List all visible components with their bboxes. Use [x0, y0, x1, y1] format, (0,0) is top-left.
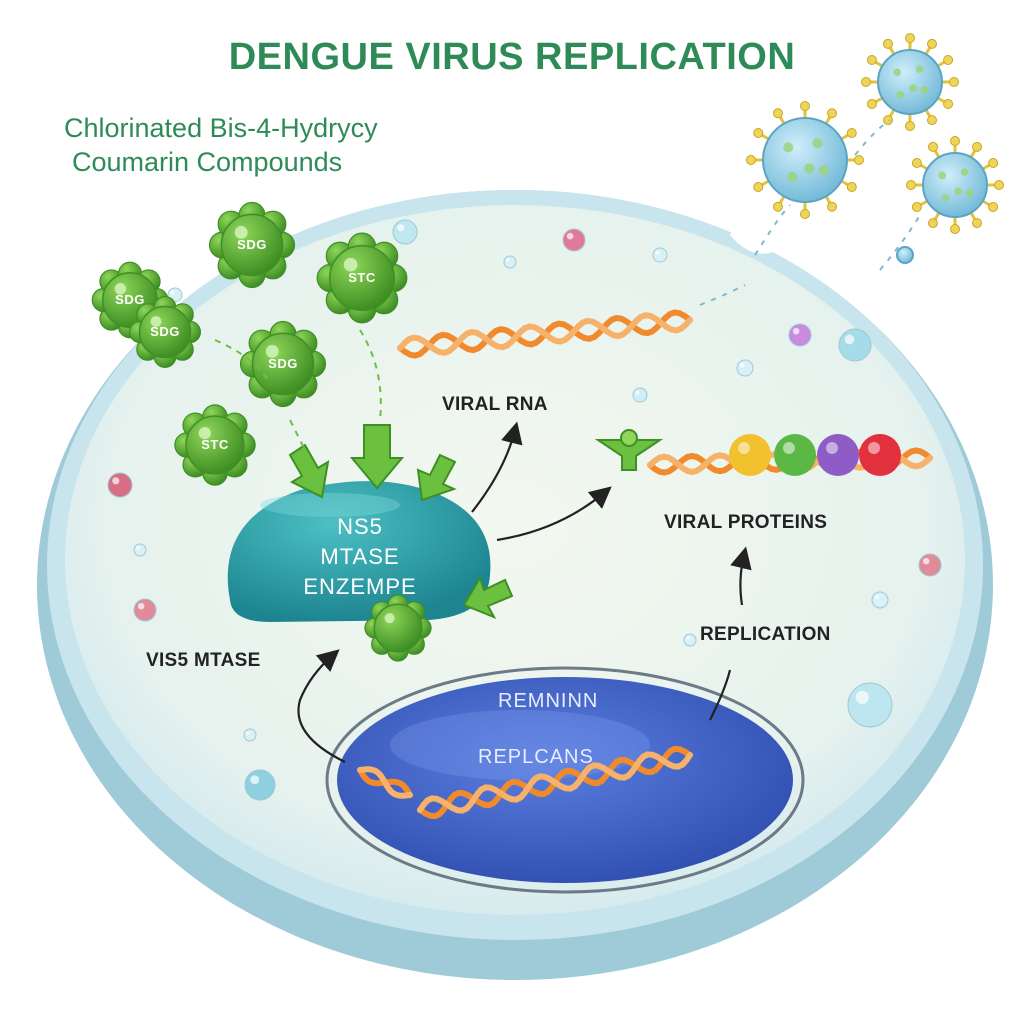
- vesicle-icon: [871, 591, 889, 609]
- coumarin-molecule: [208, 201, 296, 289]
- rna-strand-icon: [397, 309, 693, 359]
- virus-icon: [896, 246, 914, 264]
- vesicle-icon: [133, 543, 147, 557]
- receptor-icon: [594, 429, 664, 471]
- page-title: DENGUE VIRUS REPLICATION: [228, 36, 796, 78]
- inhibitor-arrows: [288, 424, 514, 619]
- arrow-icon: [288, 443, 330, 499]
- molecule-label: SDG: [150, 324, 180, 339]
- vis5-mtase-label: VIS5 MTASE: [146, 650, 261, 671]
- molecule-label: SDG: [237, 237, 267, 252]
- rna-strand-icon: [357, 766, 413, 799]
- vesicle-icon: [652, 247, 668, 263]
- subtitle-line-2: Coumarin Compounds: [72, 147, 343, 177]
- coumarin-molecule: [316, 232, 408, 324]
- subtitle-line-1: Chlorinated Bis-4-Hydrycy: [64, 113, 378, 143]
- arrow-icon: [349, 424, 405, 490]
- vesicles: [107, 219, 942, 801]
- arrow-icon: [709, 669, 732, 721]
- protein-bead-icon: [774, 434, 816, 476]
- virus-exit-trail: [699, 119, 921, 306]
- virus-icon: [906, 136, 1004, 234]
- molecule-label: STC: [201, 437, 229, 452]
- virus-icon: [861, 33, 959, 131]
- vesicle-icon: [683, 633, 697, 647]
- protein-bead-icon: [817, 434, 859, 476]
- molecule-label: STC: [348, 270, 376, 285]
- coumarin-molecule: [128, 296, 202, 369]
- enzyme-label: NS5 MTASE ENZEMPE: [270, 512, 450, 602]
- nucleus-bottom-label: REPLCANS: [478, 746, 594, 768]
- coumarin-molecules: [91, 201, 432, 662]
- enzyme-label-line-1: NS5: [337, 514, 383, 539]
- arrow-icon: [297, 649, 346, 763]
- vesicle-icon: [918, 553, 942, 577]
- vesicle-icon: [847, 682, 893, 728]
- viral-proteins-label: VIRAL PROTEINS: [664, 512, 828, 533]
- dengue-virions: [746, 33, 1004, 264]
- process-arrows: [297, 421, 752, 763]
- vesicle-icon: [392, 219, 418, 245]
- ns5-mtase-enzyme: [227, 481, 491, 622]
- replication-label: REPLICATION: [700, 624, 831, 645]
- arrow-icon: [416, 453, 457, 502]
- arrow-icon: [730, 546, 752, 606]
- arrow-icon: [462, 575, 514, 619]
- coumarin-molecule: [239, 320, 327, 408]
- coumarin-molecule: [364, 594, 432, 662]
- vesicle-icon: [736, 359, 754, 377]
- molecule-label: SDG: [268, 356, 298, 371]
- vesicle-icon: [133, 598, 157, 622]
- viral-protein-chain: [729, 434, 901, 476]
- nucleus: [325, 666, 805, 894]
- vesicle-icon: [838, 328, 872, 362]
- vesicle-icon: [243, 728, 257, 742]
- vesicle-icon: [107, 472, 133, 498]
- virus-icon: [746, 101, 864, 219]
- viral-rna-label: VIRAL RNA: [442, 394, 548, 415]
- protein-bead-icon: [729, 434, 771, 476]
- enzyme-label-line-3: ENZEMPE: [303, 574, 417, 599]
- coumarin-molecule: [174, 404, 256, 486]
- vesicle-icon: [788, 323, 812, 347]
- nucleus-top-label: REMNINN: [498, 690, 599, 712]
- arrow-icon: [471, 421, 523, 513]
- vesicle-icon: [503, 255, 517, 269]
- vesicle-icon: [632, 387, 648, 403]
- dashed-paths: [214, 329, 382, 451]
- arrow-icon: [496, 486, 612, 542]
- vesicle-icon: [562, 228, 586, 252]
- molecule-label: SDG: [115, 292, 145, 307]
- enzyme-label-line-2: MTASE: [320, 544, 400, 569]
- vesicle-icon: [244, 769, 276, 801]
- protein-bead-icon: [859, 434, 901, 476]
- rna-strand-icon: [417, 745, 693, 820]
